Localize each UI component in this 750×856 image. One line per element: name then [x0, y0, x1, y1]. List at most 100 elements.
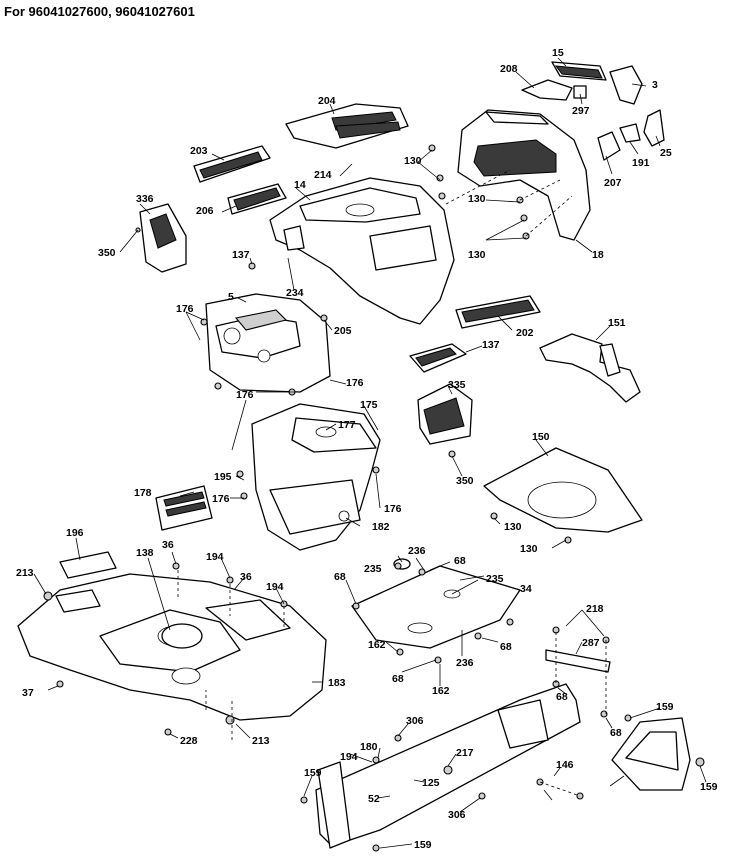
callout-3: 3	[652, 79, 658, 91]
callout-159a: 159	[656, 701, 674, 713]
callout-130e: 130	[520, 543, 538, 555]
callout-162: 228	[180, 735, 198, 747]
callout-235b: 235	[486, 573, 504, 585]
callout-138: 138	[136, 547, 154, 559]
callout-194c: 217	[456, 747, 474, 759]
callout-176a: 176	[176, 303, 194, 315]
callout-177: 177	[338, 419, 356, 431]
callout-207: 207	[604, 177, 622, 189]
callout-36a: 36	[162, 539, 174, 551]
callout-205: 137	[482, 339, 500, 351]
callout-180: 194	[340, 751, 358, 763]
callout-336: 336	[136, 193, 154, 205]
part-callouts: 15 208 3 297 25 204 191 207 203 130 214 …	[16, 47, 718, 851]
callout-130c: 130	[468, 249, 486, 261]
callout-137b: 205	[334, 325, 352, 337]
callout-181b: 213	[252, 735, 270, 747]
callout-176c: 176	[236, 389, 254, 401]
callout-125: 52	[368, 793, 380, 805]
callout-203: 203	[190, 145, 208, 157]
callout-194b: 194	[266, 581, 284, 593]
vent-plate-part	[155, 485, 213, 531]
callout-350a: 350	[98, 247, 116, 259]
seat-spring-part	[59, 551, 203, 649]
bracket-part	[539, 333, 641, 403]
side-grille-part	[193, 145, 287, 215]
callout-287: 37	[22, 687, 34, 699]
callout-18: 18	[592, 249, 604, 261]
callout-350b: 350	[456, 475, 474, 487]
callout-151: 151	[608, 317, 626, 329]
callout-176b: 176	[346, 377, 364, 389]
callout-228a: 306	[406, 715, 424, 727]
callout-137a: 137	[232, 249, 250, 261]
hood-vent-part	[285, 103, 409, 149]
rear-side-panel-part	[417, 383, 473, 445]
assembly-dashed-lines	[177, 169, 607, 797]
callout-36b: 36	[240, 571, 252, 583]
headlight-lens-part	[551, 61, 607, 81]
side-panel-part	[139, 203, 187, 273]
light-bezel-part	[409, 343, 467, 373]
callout-306: 180	[360, 741, 378, 753]
chassis-frame-part	[315, 683, 581, 849]
callout-159b: 159	[304, 767, 322, 779]
callout-37: 183	[328, 677, 346, 689]
callout-183a: 162	[368, 639, 386, 651]
callout-178: 178	[134, 487, 152, 499]
callout-68c: 68	[500, 641, 512, 653]
callout-214: 214	[314, 169, 332, 181]
callout-159d: 159	[414, 839, 432, 851]
callout-297: 297	[572, 105, 590, 117]
page-title: For 96041027600, 96041027601	[4, 4, 195, 19]
callout-235a: 235	[364, 563, 382, 575]
front-nose-grille-part	[457, 109, 591, 241]
front-grille-part	[455, 295, 541, 329]
callout-15: 15	[552, 47, 564, 59]
callout-191: 191	[632, 157, 650, 169]
callout-218: 287	[582, 637, 600, 649]
callout-217: 146	[556, 759, 574, 771]
callout-236a: 236	[408, 545, 426, 557]
callout-130d: 130	[504, 521, 522, 533]
callout-130a: 130	[404, 155, 422, 167]
callout-176d: 176	[212, 493, 230, 505]
reflector-part	[597, 109, 665, 161]
callout-130b: 130	[468, 193, 486, 205]
callout-208: 208	[500, 63, 518, 75]
callout-175: 175	[360, 399, 378, 411]
leader-lines	[33, 57, 707, 849]
callout-176e: 176	[384, 503, 402, 515]
deck-shield-part	[483, 447, 643, 533]
callout-206: 206	[196, 205, 214, 217]
battery-tray-part	[611, 717, 691, 791]
callout-68b: 68	[334, 571, 346, 583]
callout-68f: 68	[610, 727, 622, 739]
callout-194a: 194	[206, 551, 224, 563]
callout-68d: 68	[392, 673, 404, 685]
callout-236b: 236	[456, 657, 474, 669]
callout-196: 196	[66, 527, 84, 539]
axle-bracket-part	[545, 649, 611, 673]
callout-34: 34	[520, 583, 532, 595]
headlight-bracket-part	[521, 65, 643, 105]
callout-146: 125	[422, 777, 440, 789]
dash-console-part	[251, 403, 381, 551]
callout-181a: 213	[16, 567, 34, 579]
callout-25: 25	[660, 147, 672, 159]
callout-14: 14	[294, 179, 306, 191]
callout-68e: 68	[556, 691, 568, 703]
callout-182: 182	[372, 521, 390, 533]
callout-5: 5	[228, 291, 234, 303]
callout-159c: 159	[700, 781, 718, 793]
callout-213: 218	[586, 603, 604, 615]
callout-234: 234	[286, 287, 304, 299]
callout-150: 150	[532, 431, 550, 443]
callout-68a: 68	[454, 555, 466, 567]
callout-228b: 306	[448, 809, 466, 821]
hood-body-part	[269, 177, 455, 325]
callout-195: 195	[214, 471, 232, 483]
callout-204: 204	[318, 95, 336, 107]
dashboard-part	[205, 293, 331, 393]
